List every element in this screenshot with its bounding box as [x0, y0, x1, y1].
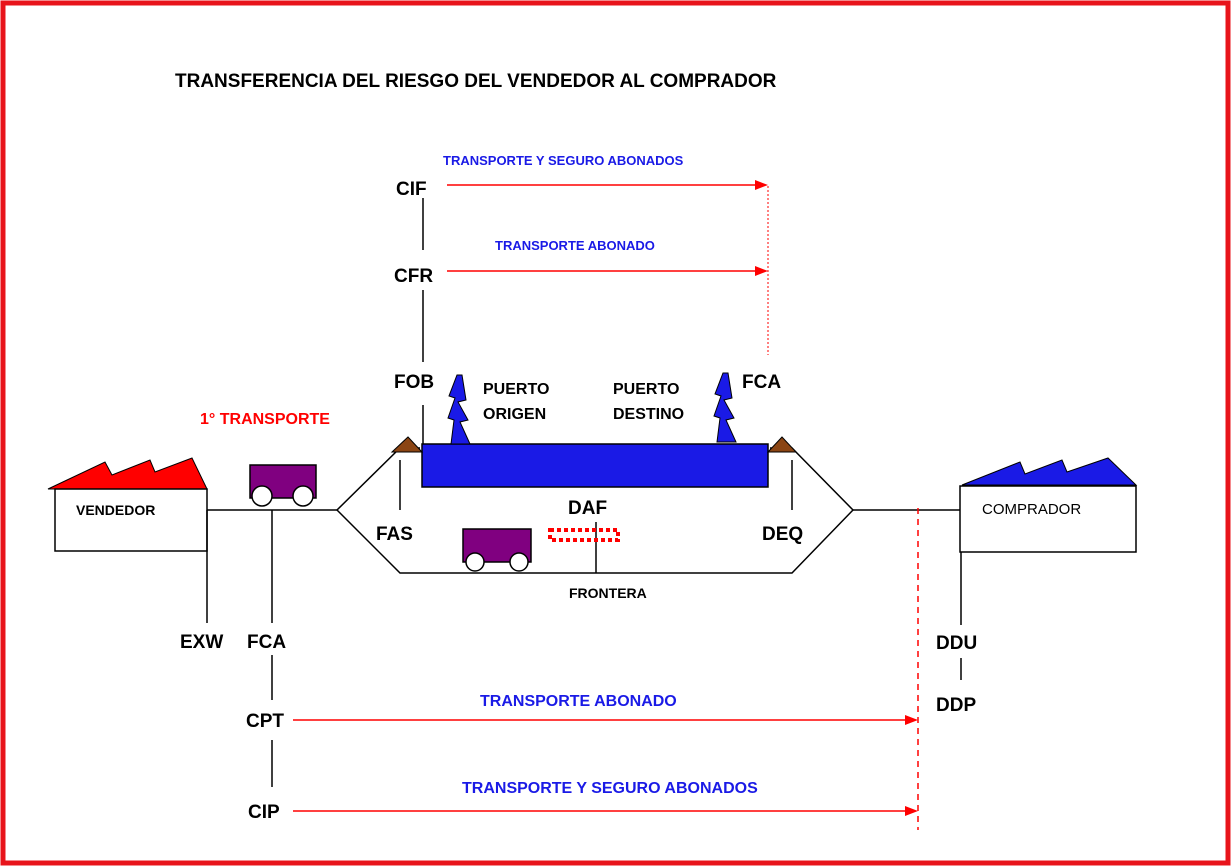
dest-port-label-1: PUERTO — [613, 381, 679, 398]
first-transport-wheel-left — [251, 485, 273, 507]
term-fas: FAS — [376, 524, 413, 545]
origin-crane — [390, 436, 424, 453]
term-cpt: CPT — [246, 711, 284, 732]
cip-arrowhead — [905, 806, 918, 816]
destination-port-bolt — [713, 372, 737, 443]
border-cart-wheel-left — [465, 552, 485, 572]
cfr-arrowhead — [755, 266, 768, 276]
first-transport-wheel-right — [292, 485, 314, 507]
term-deq: DEQ — [762, 524, 803, 545]
border-cart-wheel-right — [509, 552, 529, 572]
term-fob: FOB — [394, 372, 434, 393]
border-label: FRONTERA — [569, 585, 647, 601]
cip-note: TRANSPORTE Y SEGURO ABONADOS — [462, 780, 758, 797]
origin-port-label-1: PUERTO — [483, 381, 549, 398]
buyer-roof — [961, 457, 1138, 486]
destination-crane — [766, 436, 798, 453]
origin-port-bolt — [447, 374, 471, 445]
term-ddu: DDU — [936, 633, 977, 654]
term-cif: CIF — [396, 179, 427, 200]
term-ddp: DDP — [936, 695, 976, 716]
buyer-label: COMPRADOR — [982, 501, 1081, 518]
cpt-note: TRANSPORTE ABONADO — [480, 693, 677, 710]
cpt-arrowhead — [905, 715, 918, 725]
term-daf: DAF — [568, 498, 607, 519]
dest-port-label-2: DESTINO — [613, 406, 684, 423]
seller-building — [54, 488, 208, 552]
border-marker — [548, 528, 620, 542]
diagram-title: TRANSFERENCIA DEL RIESGO DEL VENDEDOR AL… — [175, 71, 777, 92]
term-fca-land: FCA — [247, 632, 286, 653]
seller-label: VENDEDOR — [76, 502, 155, 518]
term-exw: EXW — [180, 632, 223, 653]
term-cip: CIP — [248, 802, 280, 823]
origin-port-label-2: ORIGEN — [483, 406, 546, 423]
buyer-building — [959, 485, 1137, 553]
first-transport-label: 1° TRANSPORTE — [200, 411, 330, 428]
cfr-note: TRANSPORTE ABONADO — [495, 238, 655, 253]
term-cfr: CFR — [394, 266, 433, 287]
cif-arrowhead — [755, 180, 768, 190]
route-hexagon-right-top — [770, 447, 854, 511]
route-hexagon — [336, 447, 420, 511]
cif-note: TRANSPORTE Y SEGURO ABONADOS — [443, 153, 684, 168]
ship — [421, 443, 769, 488]
term-fca-port: FCA — [742, 372, 781, 393]
seller-roof — [47, 457, 208, 490]
